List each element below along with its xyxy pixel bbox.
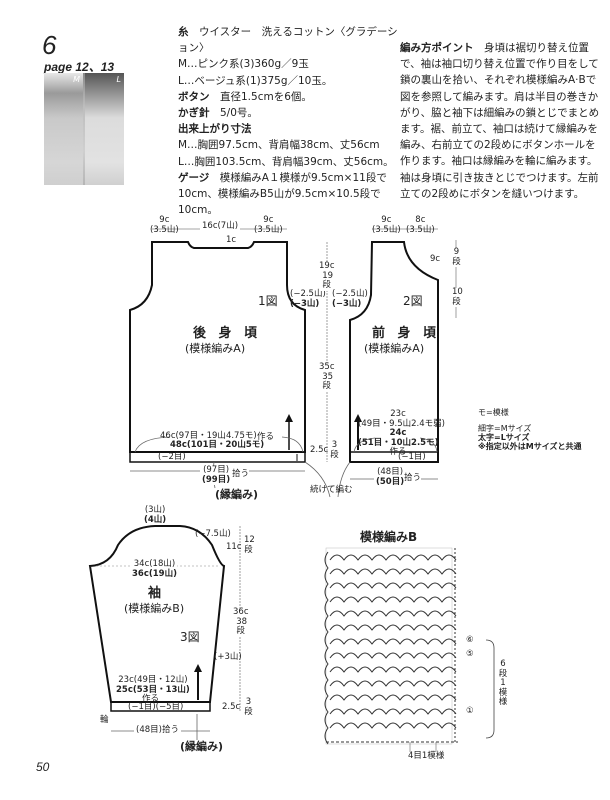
sleeve-inc: (+3山)	[214, 652, 242, 662]
button-label: ボタン	[178, 90, 210, 103]
front-hem-dec: (−1目)	[398, 452, 426, 462]
model-photo-l: L	[85, 73, 124, 185]
gauge-text: 模様編みA１模様が9.5cm×11段で10cm、模様編みB5山が9.5cm×10…	[178, 171, 387, 217]
back-shoulder-right: 9c(3.5山)	[254, 215, 283, 235]
front-neck-rows: 9段	[452, 247, 461, 267]
sleeve-cuff-height: 2.5c	[222, 702, 241, 712]
sleeve-pickup: (48目)拾う	[134, 725, 181, 736]
materials-section: 糸 ウイスター 洗えるコットン〈グラデーション〉 M…ピンク系(3)360g／9…	[178, 24, 398, 218]
legend-mo: モ=模様	[478, 408, 509, 417]
instructions-label: 編み方ポイント	[400, 42, 474, 54]
front-neck-height: 9c	[430, 254, 441, 264]
size-label: 出来上がり寸法	[178, 123, 252, 136]
legend-common: ※指定以外はMサイズと共通	[478, 442, 582, 451]
page-reference: page 12、13	[44, 60, 115, 74]
page-number: 50	[36, 760, 50, 774]
front-body-subtitle: (模様編みA)	[364, 342, 425, 355]
back-shoulder-left: 9c(3.5山)	[150, 215, 179, 235]
back-foundation-m: 46c(97目・19山4.75モ)	[160, 431, 257, 441]
photo-label-m: M	[73, 75, 80, 84]
gauge-label: ゲージ	[178, 171, 210, 184]
stitch-repeat-sts: 4目1模様	[408, 751, 445, 761]
front-figure-label: 2図	[403, 294, 423, 308]
back-figure-label: 1図	[258, 294, 278, 308]
sleeve-cap-rows: 12段	[244, 535, 255, 555]
stitch-repeat-rows: 6段1模様	[498, 659, 508, 707]
pattern-number: 6	[42, 30, 57, 60]
instructions-section: 編み方ポイント 身頃は裾切り替え位置で、袖は袖口切り替え位置で作り目をして鎖の裏…	[400, 40, 600, 202]
back-pickup: (97目)(99目)	[200, 465, 233, 485]
yarn-m: M…ピンク系(3)360g／9玉	[178, 58, 309, 71]
row-mark-1: ①	[466, 706, 474, 716]
back-foundation-l: 48c(101目・20山5モ)	[170, 440, 265, 450]
front-armhole-dec: (−2.5山)(−3山)	[332, 289, 368, 309]
front-body-title: 前 身 頃	[372, 326, 441, 341]
legend-thin: 細字=Mサイズ	[478, 424, 532, 433]
sleeve-cap-height: 11c	[226, 542, 242, 552]
model-photo: M L	[44, 73, 124, 185]
back-foundation-action: 作る	[257, 432, 275, 442]
edging-label: (縁編み)	[215, 488, 259, 501]
front-neck-rows2: 10段	[452, 287, 463, 307]
back-body-subtitle: (模様編みA)	[185, 342, 246, 355]
photo-label-l: L	[116, 75, 121, 84]
instructions-text: 身頃は裾切り替え位置で、袖は袖口切り替え位置で作り目をして鎖の裏山を拾い、それぞ…	[400, 42, 600, 200]
row-mark-6: ⑥	[466, 635, 474, 645]
yarn-l: L…ベージュ系(1)375g／10玉。	[178, 74, 333, 87]
back-neck-depth: 1c	[226, 235, 237, 245]
sleeve-cap-top: (3山)(4山)	[144, 505, 167, 525]
size-m: M…胸囲97.5cm、背肩幅38cm、丈56cm	[178, 139, 380, 152]
sleeve-cuff-dec: (−1目)(−5目)	[128, 702, 184, 712]
back-hem-height: 2.5c	[310, 445, 329, 455]
sleeve-figure-label: 3図	[180, 630, 200, 644]
stitch-chart-title: 模様編みB	[360, 530, 418, 544]
yarn-label: 糸	[178, 26, 189, 38]
row-mark-5: ⑤	[466, 649, 474, 659]
front-pickup-action: 拾う	[404, 473, 422, 484]
front-foundation: 23c (49目・9.5山2.4モ弱) 24c (51目・10山2.5モ) 作る	[358, 409, 445, 457]
stitch-chart-grid	[324, 547, 458, 745]
yarn-text: ウイスター 洗えるコットン〈グラデーション〉	[178, 26, 398, 55]
button-text: 直径1.5cmを6個。	[220, 90, 312, 103]
sleeve-cuff-rows: 3段	[244, 697, 253, 717]
edging-continue: 続けて編む	[310, 485, 353, 495]
back-pickup-action: 拾う	[232, 469, 250, 480]
back-neck-width: 16c(7山)	[200, 221, 241, 232]
front-neck: 8c(3.5山)	[406, 215, 435, 235]
sleeve-title: 袖	[148, 586, 162, 601]
sleeve-ring: 輪	[100, 715, 109, 725]
back-hem-rows: 3段	[330, 440, 339, 460]
back-body-title: 後 身 頃	[193, 326, 262, 341]
legend-bold: 太字=Lサイズ	[478, 433, 530, 442]
hook-label: かぎ針	[178, 107, 210, 120]
back-hem-dec: (−2目)	[158, 452, 186, 462]
model-photo-m: M	[44, 73, 83, 185]
size-l: L…胸囲103.5cm、背肩幅39cm、丈56cm。	[178, 155, 394, 168]
sleeve-subtitle: (模様編みB)	[124, 602, 185, 615]
sleeve-foundation: 23c(49目・12山)25c(53目・13山)	[116, 675, 190, 695]
front-shoulder: 9c(3.5山)	[372, 215, 401, 235]
front-pickup: (48目)(50目)	[374, 467, 407, 487]
sleeve-edging: (縁編み)	[180, 740, 224, 753]
sleeve-cap-dec: (−7.5山)	[195, 529, 231, 539]
back-armhole-dec: (−2.5山)(−3山)	[290, 289, 326, 309]
sleeve-foundation-action: 作る	[142, 694, 160, 704]
hook-text: 5/0号。	[220, 107, 258, 120]
sleeve-width: 34c(18山)36c(19山)	[132, 559, 177, 579]
